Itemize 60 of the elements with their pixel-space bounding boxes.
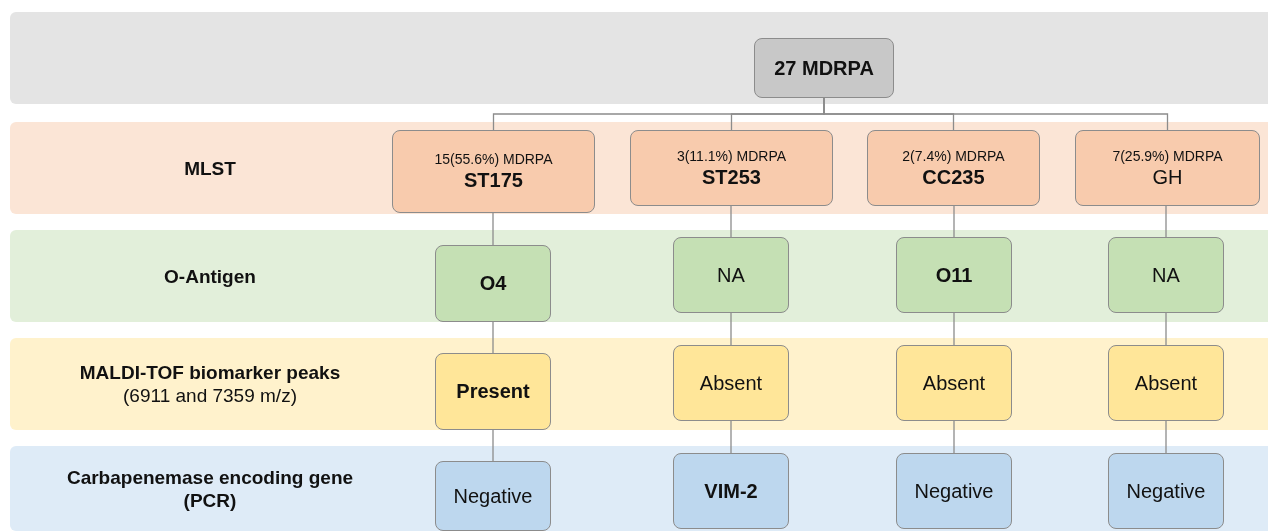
row-band (10, 122, 1268, 214)
category-box (435, 353, 551, 430)
row-label: MALDI-TOF biomarker peaks (79, 361, 341, 384)
connector-line (1165, 205, 1167, 238)
box-label: CC235 (922, 164, 985, 190)
box-label: Present (456, 379, 530, 404)
box-label: Absent (699, 370, 763, 396)
box-label: O11 (935, 262, 973, 288)
connector-line (492, 212, 494, 246)
row-band (10, 12, 1268, 104)
box-label: Negative (914, 478, 994, 504)
row-band (10, 446, 1268, 531)
category-box (673, 237, 789, 313)
root-box (754, 38, 894, 98)
connector-line (953, 205, 955, 238)
row-band (10, 338, 1268, 430)
row-label: Carbapenemase encoding gene (PCR) (65, 465, 355, 512)
box-label: ST175 (464, 168, 523, 193)
box-label: VIM-2 (704, 478, 758, 504)
category-box (896, 453, 1012, 529)
connector-line (730, 312, 732, 346)
row-band (10, 230, 1268, 322)
box-label: Absent (1134, 370, 1198, 396)
box-label: Negative (1126, 478, 1206, 504)
row-label: MLST (184, 156, 236, 180)
connector-line (1165, 420, 1167, 454)
category-box (1108, 453, 1224, 529)
connector-line (953, 312, 955, 346)
box-label: Absent (922, 370, 986, 396)
category-box (673, 345, 789, 421)
category-box (1108, 237, 1224, 313)
category-box (1075, 130, 1260, 206)
row-sublabel: (6911 and 7359 m/z) (123, 384, 297, 407)
category-box (1108, 345, 1224, 421)
row-label: O-Antigen (164, 264, 256, 288)
category-box (896, 237, 1012, 313)
connector-line (1165, 312, 1167, 346)
box-label: GH (1152, 164, 1183, 190)
box-label: O4 (479, 271, 507, 296)
count-text: 3(11.1%) MDRPA (676, 146, 787, 165)
category-box (867, 130, 1040, 206)
count-text: 15(55.6%) MDRPA (434, 150, 553, 168)
connector-line (953, 420, 955, 454)
connector-line (730, 420, 732, 454)
category-box (896, 345, 1012, 421)
connector-line (492, 321, 494, 354)
count-text: 7(25.9%) MDRPA (1112, 146, 1223, 165)
category-box (630, 130, 833, 206)
connector-line (492, 429, 494, 462)
count-text: 2(7.4%) MDRPA (902, 146, 1005, 165)
connector-line (730, 205, 732, 238)
category-box (435, 245, 551, 322)
box-label: ST253 (702, 164, 761, 190)
category-box (435, 461, 551, 531)
box-label: NA (1152, 262, 1180, 288)
box-label: 27 MDRPA (774, 55, 874, 81)
box-label: Negative (453, 483, 533, 509)
category-box (392, 130, 595, 213)
category-box (673, 453, 789, 529)
box-label: NA (717, 262, 745, 288)
